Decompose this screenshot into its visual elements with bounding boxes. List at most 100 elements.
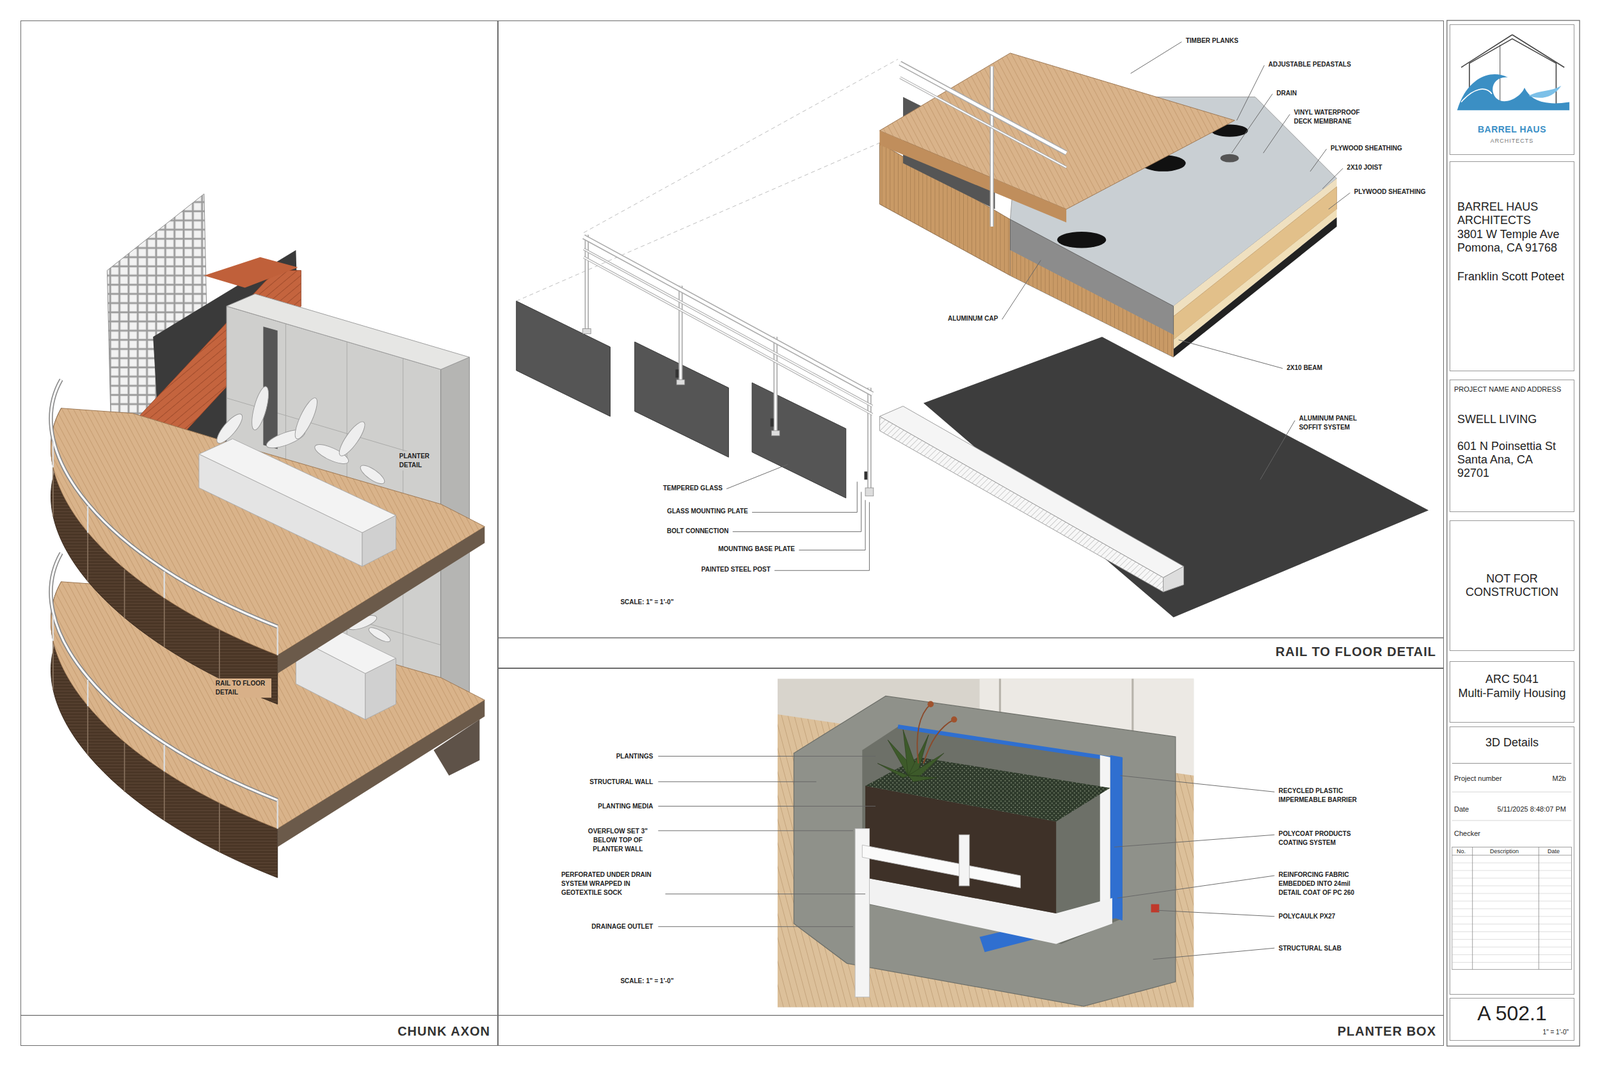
leader-line	[1114, 834, 1275, 847]
title-block-grid	[1452, 877, 1572, 879]
axon-illustration	[291, 395, 322, 442]
leader-line	[657, 830, 854, 831]
leader-line	[1120, 775, 1275, 793]
callout-label: RECYCLED PLASTIC IMPERMEABLE BARRIER	[1278, 786, 1366, 805]
title-block-grid	[1452, 762, 1572, 764]
rail-detail-illustration	[1009, 250, 1174, 358]
rail-detail-illustration	[990, 66, 994, 227]
leader-line	[1178, 339, 1284, 369]
title-block-cell: PROJECT NAME AND ADDRESSSWELL LIVING601 …	[1449, 379, 1575, 512]
callout-label: PERFORATED UNDER DRAIN SYSTEM WRAPPED IN…	[561, 870, 661, 898]
rail-detail-illustration	[516, 142, 880, 301]
rail-detail-illustration	[1173, 217, 1337, 358]
planter-illustration	[1100, 755, 1111, 917]
title-block-grid	[1452, 915, 1572, 917]
callout-label: POLYCAULK PX27	[1278, 912, 1336, 921]
rail-detail-illustration	[990, 66, 993, 227]
logo-subtext: ARCHITECTS	[1490, 137, 1535, 145]
title-block-grid	[1452, 946, 1572, 948]
rail-detail-illustration	[899, 77, 1067, 168]
firm-logo	[1457, 34, 1570, 111]
callout-label: PLYWOOD SHEATHING	[1354, 187, 1426, 197]
axon-illustration	[226, 293, 470, 370]
callout-label: 2X10 JOIST	[1347, 163, 1383, 173]
leader-line	[1130, 41, 1183, 73]
axon-illustration	[163, 771, 166, 821]
designer-name: Franklin Scott Poteet	[1457, 269, 1565, 284]
axon-illustration	[357, 462, 388, 488]
field-value: 5/11/2025 8:48:07 PM	[1497, 805, 1567, 814]
planter-illustration	[923, 719, 955, 764]
title-block-grid	[1452, 931, 1572, 932]
title-block-cell: NOT FOR CONSTRUCTION	[1449, 520, 1575, 651]
rail-detail-illustration	[516, 53, 1429, 618]
planter-illustration	[877, 763, 909, 778]
leader-line	[1260, 420, 1295, 480]
rail-detail-illustration	[1163, 566, 1184, 592]
project-address: 92701	[1457, 465, 1490, 480]
callout-label: REINFORCING FABRIC EMBEDDED INTO 24mil D…	[1278, 870, 1375, 898]
axon-illustration	[87, 705, 89, 756]
title-block-cell: BARREL HAUS ARCHITECTS3801 W Temple AveP…	[1449, 161, 1575, 372]
firm-address: Pomona, CA 91768	[1457, 240, 1558, 255]
rail-detail-illustration	[582, 328, 873, 496]
title-block-cell: ARC 5041Multi-Family Housing	[1449, 661, 1575, 723]
axon-illustration	[218, 803, 221, 853]
panel-title: RAIL TO FLOOR DETAIL	[1275, 643, 1437, 660]
axon-illustration	[124, 743, 126, 793]
field-value: M2b	[1552, 774, 1567, 783]
leader-line	[657, 805, 876, 807]
axon-illustration	[87, 506, 89, 533]
rail-detail-illustration	[675, 369, 679, 378]
planter-illustration	[951, 716, 958, 723]
rail-detail-illustration	[583, 236, 873, 395]
title-block-grid	[1452, 791, 1572, 793]
drawing-panel: RAIL TO FLOOR DETAIL	[497, 20, 1444, 669]
planter-illustration	[1110, 755, 1123, 921]
rail-detail-illustration	[879, 406, 1184, 578]
leader-line	[1328, 192, 1350, 210]
rail-detail-illustration	[583, 248, 873, 407]
sheet-number: A 502.1	[1477, 1001, 1547, 1025]
rail-detail-illustration	[879, 130, 1067, 223]
logo-text: BARREL HAUS	[1477, 124, 1547, 136]
rail-detail-illustration	[582, 328, 591, 334]
axon-illustration	[218, 629, 221, 680]
sheet-scale: 1" = 1'-0"	[1543, 1028, 1569, 1037]
drawing-panel: CHUNK AXON	[20, 20, 498, 1046]
rail-detail-illustration	[516, 58, 898, 301]
firm-address: 3801 W Temple Ave	[1457, 227, 1560, 242]
leader-line	[1157, 910, 1275, 917]
axon-illustration	[52, 440, 54, 468]
callout-label: ADJUSTABLE PEDASTALS	[1268, 60, 1352, 70]
callout-label: DRAIN	[1276, 88, 1298, 98]
axon-illustration	[362, 515, 397, 567]
leader-line	[1117, 875, 1275, 898]
axon-illustration	[335, 418, 369, 459]
title-block-grid	[1452, 862, 1572, 962]
planter-illustration	[862, 726, 1123, 944]
sheet-drawing	[20, 20, 1580, 1046]
firm-logo	[1457, 74, 1570, 111]
rail-detail-illustration	[770, 418, 774, 427]
firm-logo	[1461, 88, 1492, 102]
callout-label: RAIL TO FLOOR DETAIL	[214, 678, 272, 698]
rail-detail-illustration	[752, 382, 847, 498]
title-block-grid	[1452, 855, 1572, 856]
leader-line	[1263, 114, 1290, 154]
axon-illustration	[163, 744, 166, 772]
callout-label: PLANTING MEDIA	[597, 801, 653, 811]
firm-name: BARREL HAUS ARCHITECTS	[1457, 200, 1568, 228]
leader-line	[798, 499, 866, 550]
rail-detail-illustration	[899, 77, 1067, 168]
planter-illustration	[862, 844, 1021, 888]
planter-illustration	[908, 775, 937, 783]
firm-logo	[1461, 34, 1513, 68]
callout-label: SCALE: 1" = 1'-0"	[620, 597, 674, 607]
axon-illustration	[52, 640, 54, 690]
planter-illustration	[959, 834, 970, 886]
title-block-grid	[1472, 846, 1473, 969]
axon-illustration	[87, 532, 89, 582]
axon-illustration	[199, 454, 363, 567]
title-block-grid	[1452, 938, 1572, 940]
